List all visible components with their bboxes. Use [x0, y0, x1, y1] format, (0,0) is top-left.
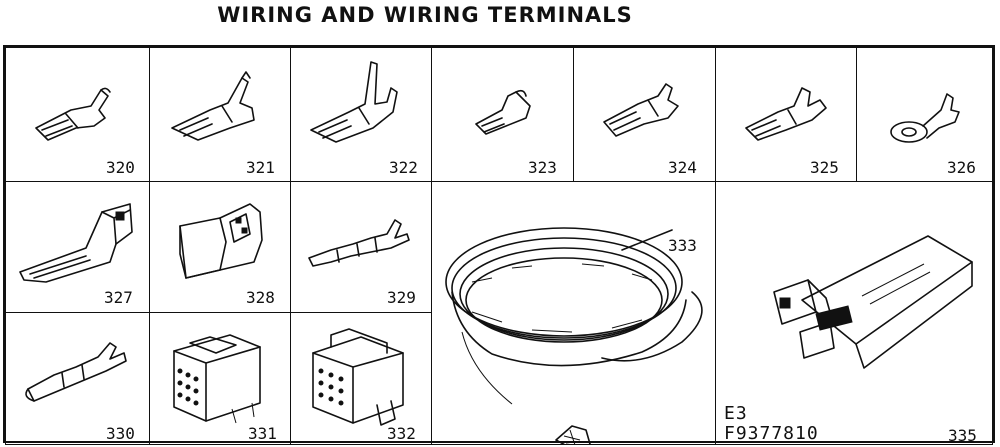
harness-code-line2: F9377810 [724, 423, 819, 444]
part-cell-326: 326 [856, 47, 993, 182]
part-number-332: 332 [387, 424, 416, 443]
part-cell-330: 330 [5, 312, 150, 445]
female-spade-terminal-icon [603, 83, 679, 137]
part-cell-327: 327 [5, 181, 150, 313]
part-number-335: 335 [948, 426, 977, 445]
part-number-321: 321 [246, 158, 275, 177]
part-cell-335: E3 F9377810 335 [715, 181, 993, 445]
pin-terminal-icon [25, 342, 127, 402]
part-cell-328: 328 [149, 181, 291, 313]
part-number-334: 334 [658, 444, 687, 445]
connector-block-icon [312, 328, 404, 426]
wire-coil-icon [445, 227, 703, 405]
part-number-320: 320 [106, 158, 135, 177]
ring-terminal-icon [890, 93, 960, 143]
part-number-325: 325 [810, 158, 839, 177]
wire-harness-icon [773, 235, 973, 369]
bracket-terminal-icon [19, 203, 133, 283]
part-cell-332: 332 [290, 312, 432, 445]
connector-block-icon [173, 334, 261, 424]
part-cell-323: 323 [431, 47, 574, 182]
part-cell-331: 331 [149, 312, 291, 445]
part-number-322: 322 [389, 158, 418, 177]
part-number-327: 327 [104, 288, 133, 307]
female-spade-terminal-icon [171, 71, 255, 141]
pin-terminal-icon [308, 219, 410, 267]
female-spade-terminal-icon [475, 89, 531, 135]
part-cell-322: 322 [290, 47, 432, 182]
part-number-329: 329 [387, 288, 416, 307]
diagram-title: WIRING AND WIRING TERMINALS [217, 3, 633, 27]
part-number-331: 331 [248, 424, 277, 443]
part-cell-333-334: 333 334 [431, 181, 716, 445]
part-number-330: 330 [106, 424, 135, 443]
part-cell-325: 325 [715, 47, 857, 182]
part-number-326: 326 [947, 158, 976, 177]
part-cell-329: 329 [290, 181, 432, 313]
receptacle-housing-icon [179, 203, 263, 279]
part-number-324: 324 [668, 158, 697, 177]
female-spade-terminal-icon [745, 87, 827, 141]
parts-panel: 320 321 322 323 324 [3, 45, 995, 445]
part-number-328: 328 [246, 288, 275, 307]
female-spade-terminal-icon [310, 61, 398, 143]
female-spade-terminal-icon [35, 87, 111, 141]
harness-code-line1: E3 [724, 403, 748, 424]
part-cell-324: 324 [573, 47, 716, 182]
part-cell-320: 320 [5, 47, 150, 182]
wire-nut-icon [555, 425, 640, 444]
part-number-323: 323 [528, 158, 557, 177]
part-number-333: 333 [668, 236, 697, 255]
part-cell-321: 321 [149, 47, 291, 182]
